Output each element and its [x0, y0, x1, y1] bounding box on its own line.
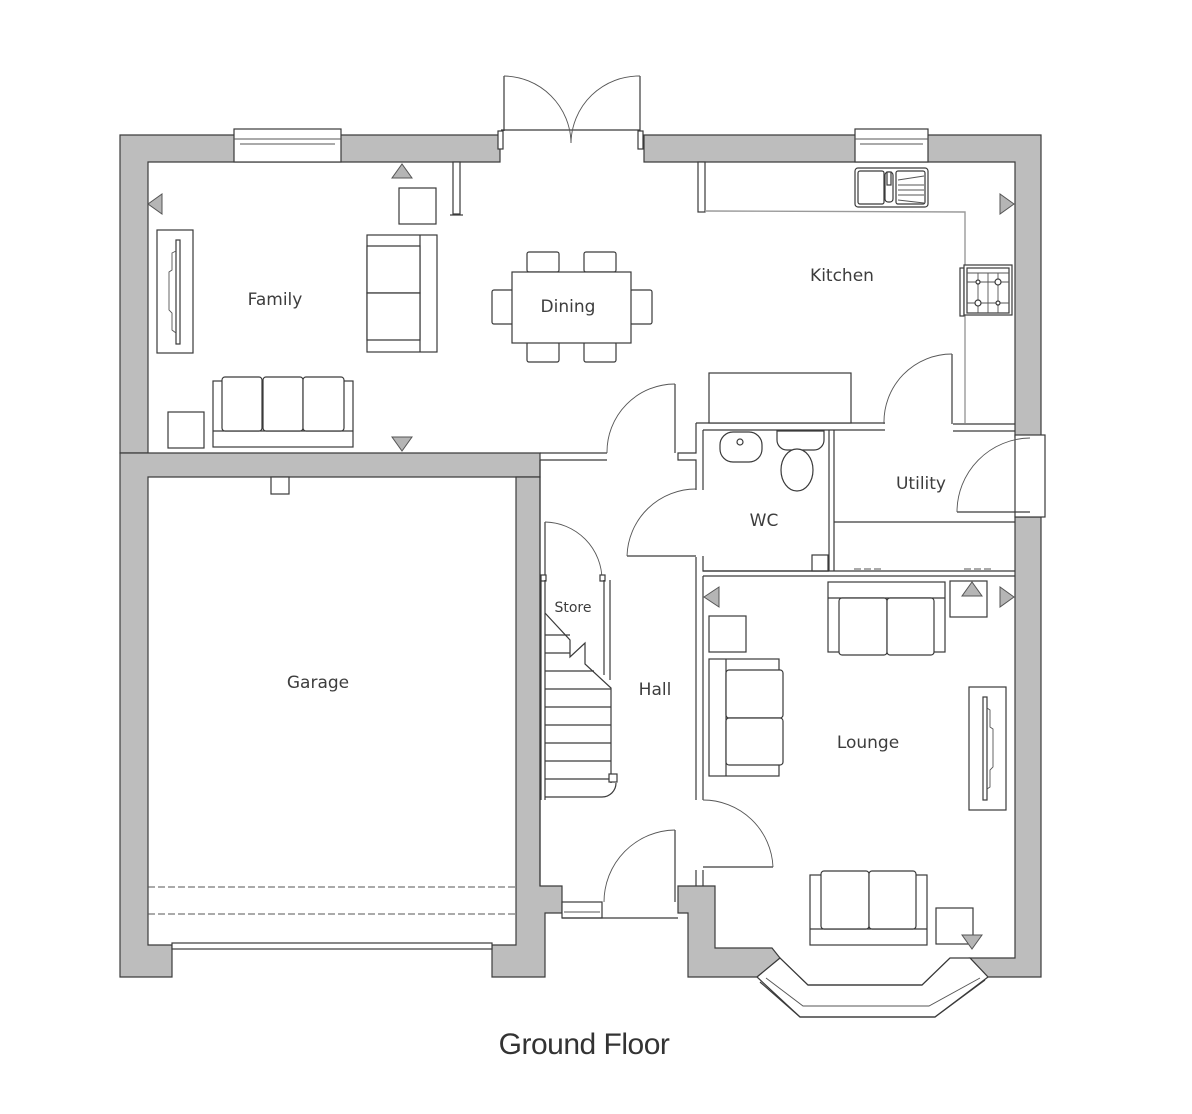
marker-left-icon [703, 586, 720, 608]
family-furniture [156, 187, 438, 449]
side-table [708, 615, 747, 653]
tv [175, 239, 181, 345]
lounge-furniture [708, 580, 1007, 946]
room-label-family: Family [248, 290, 303, 310]
store-door[interactable] [540, 521, 606, 582]
wc-fittings [719, 430, 825, 492]
room-label-wc: WC [750, 511, 779, 531]
marker-up-icon [961, 581, 983, 597]
internal-walls [148, 161, 1015, 915]
dining-furniture [491, 251, 653, 363]
garage-door [171, 942, 493, 950]
staircase [540, 580, 618, 800]
dining-table [511, 271, 632, 344]
marker-up-icon [391, 163, 413, 179]
room-label-utility: Utility [896, 474, 946, 494]
room-label-dining: Dining [541, 297, 596, 317]
view-markers [147, 163, 1015, 950]
kitchen-unit [708, 372, 852, 424]
floor-title: Ground Floor [498, 1028, 670, 1061]
room-label-garage: Garage [287, 673, 349, 693]
marker-right-icon [999, 586, 1015, 608]
lounge-door[interactable] [702, 799, 774, 868]
bay-window [756, 957, 989, 1018]
basin [719, 431, 763, 463]
exterior-walls [119, 134, 1042, 978]
front-door[interactable] [603, 829, 676, 903]
side-table [935, 907, 974, 945]
marker-down-icon [961, 934, 983, 950]
cistern [776, 430, 825, 451]
marker-left-icon [147, 193, 163, 215]
toilet [780, 448, 814, 492]
side-table [398, 187, 437, 225]
windows [171, 128, 929, 950]
tv-unit [156, 229, 194, 354]
kitchen-window [854, 128, 929, 163]
room-label-lounge: Lounge [837, 733, 899, 753]
kitchen-utility-door[interactable] [883, 353, 953, 425]
family-window [233, 128, 342, 163]
room-labels: Family Dining Kitchen Utility WC Store H… [248, 266, 946, 753]
kitchen-fittings [854, 167, 1013, 317]
front-side-window [561, 901, 603, 919]
room-label-store: Store [554, 600, 591, 616]
marker-right-icon [999, 193, 1015, 215]
hall-dining-door[interactable] [606, 383, 676, 454]
room-label-hall: Hall [639, 680, 672, 700]
french-doors[interactable] [497, 75, 644, 150]
room-label-kitchen: Kitchen [810, 266, 874, 286]
utility-external-door[interactable] [956, 434, 1046, 518]
marker-down-icon [391, 436, 413, 452]
wc-door[interactable] [626, 488, 697, 557]
doors [540, 353, 1046, 903]
side-table-2 [167, 411, 205, 449]
